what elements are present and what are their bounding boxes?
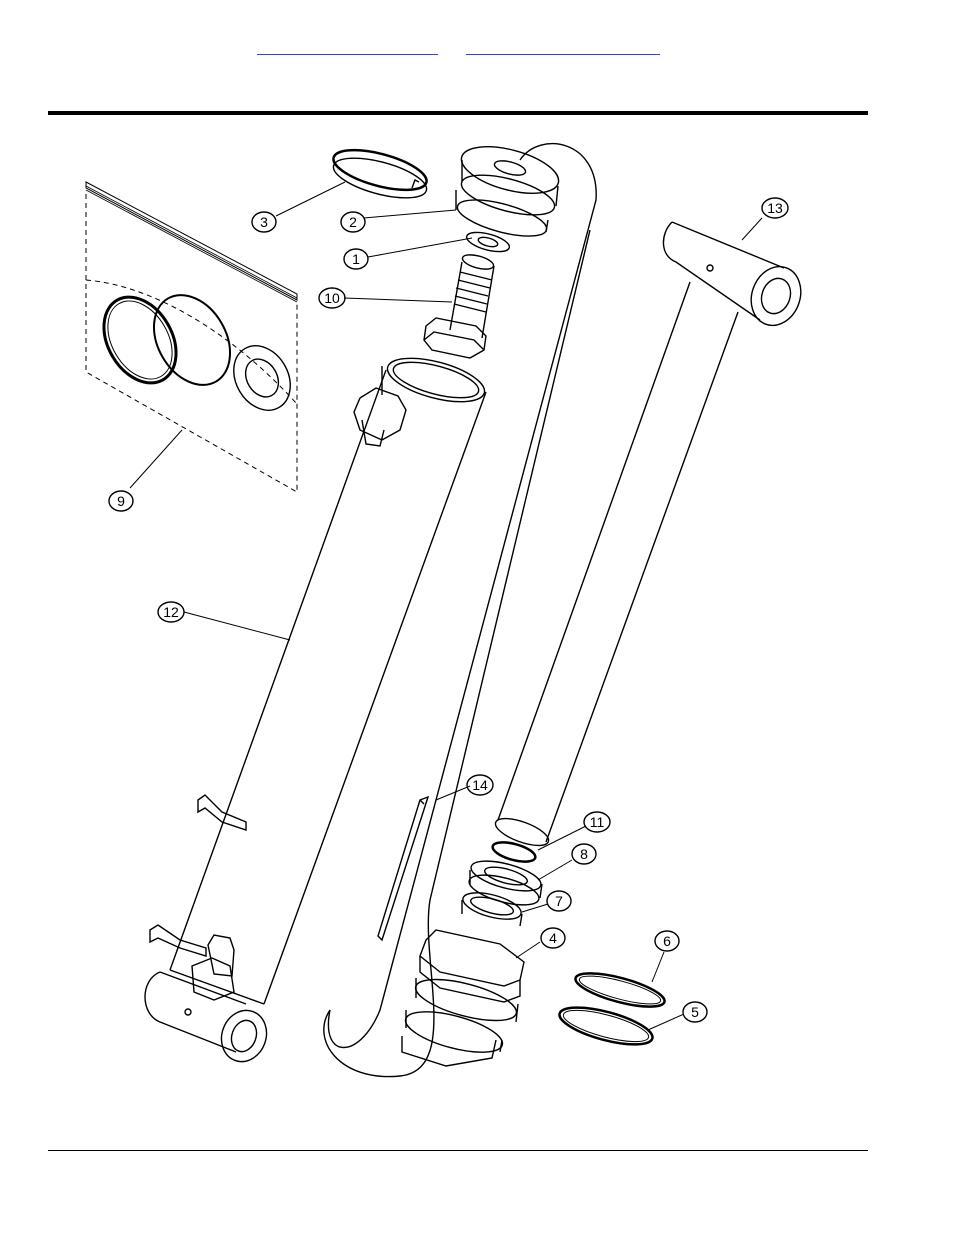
callout-14: 14: [467, 775, 493, 795]
seal-part-8: [466, 855, 544, 911]
callout-13: 13: [762, 198, 788, 218]
callout-10: 10: [319, 288, 345, 308]
leader-lines: [130, 182, 762, 1030]
piston-part-2: [454, 138, 564, 244]
callout-6: 6: [655, 931, 679, 951]
callout-11: 11: [584, 812, 610, 832]
callout-3: 3: [252, 212, 276, 232]
svg-text:7: 7: [555, 893, 563, 909]
wire-part-14: [378, 797, 428, 940]
seal-kit-part-9: [86, 182, 302, 492]
svg-text:11: 11: [590, 814, 605, 830]
callout-2: 2: [341, 212, 365, 232]
svg-text:13: 13: [767, 200, 783, 216]
piston-bolt-part-10: [424, 252, 495, 358]
callout-1: 1: [344, 249, 368, 269]
wiper-part-7: [460, 888, 524, 926]
footer-rule: [48, 1150, 868, 1151]
barrel-part-12: [145, 350, 489, 1068]
svg-text:4: 4: [549, 930, 557, 946]
svg-text:12: 12: [163, 604, 179, 620]
svg-text:1: 1: [352, 251, 360, 267]
svg-text:2: 2: [349, 214, 357, 230]
svg-text:8: 8: [580, 846, 588, 862]
svg-text:9: 9: [117, 493, 125, 509]
svg-text:14: 14: [472, 777, 488, 793]
svg-text:5: 5: [691, 1004, 699, 1020]
wear-ring-part-3: [329, 142, 430, 206]
callout-9: 9: [109, 491, 133, 511]
gland-part-4: [402, 930, 524, 1066]
o-ring-part-5: [556, 1000, 656, 1052]
svg-text:6: 6: [663, 933, 671, 949]
o-ring-part-6: [572, 967, 667, 1014]
callout-12: 12: [158, 602, 184, 622]
callout-8: 8: [572, 844, 596, 864]
svg-text:3: 3: [260, 214, 268, 230]
rod-part-13: [492, 222, 809, 851]
callout-7: 7: [547, 891, 571, 911]
callout-4: 4: [541, 928, 565, 948]
svg-text:10: 10: [324, 290, 340, 306]
callout-5: 5: [683, 1002, 707, 1022]
